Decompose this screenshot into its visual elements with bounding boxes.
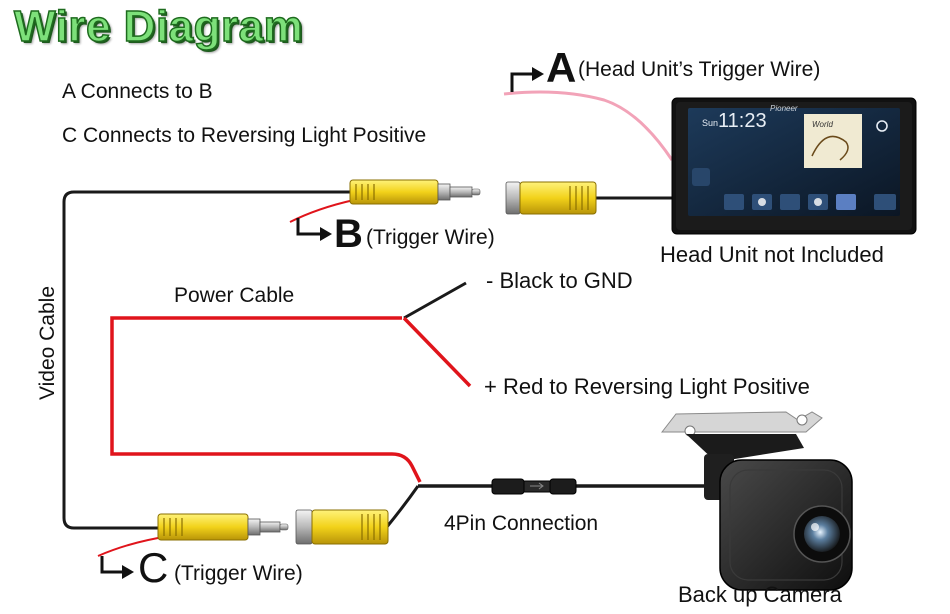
arrow-a-head [532, 67, 544, 81]
connector-a-label: (Head Unit’s Trigger Wire) [578, 58, 821, 81]
rca-male-connector-c [157, 513, 289, 541]
power-cable-red-wire [110, 316, 422, 483]
note-a-to-b: A Connects to B [62, 80, 213, 103]
red-positive-label: + Red to Reversing Light Positive [484, 374, 810, 399]
connector-b-letter: B [334, 212, 363, 256]
four-pin-label: 4Pin Connection [444, 512, 599, 535]
connector-b-label: (Trigger Wire) [366, 226, 495, 249]
four-pin-connector [491, 478, 577, 495]
head-unit-album-title: World [812, 120, 833, 129]
backup-camera-device [660, 411, 853, 591]
camera-video-wire [384, 485, 420, 529]
connector-a-letter: A [546, 44, 577, 91]
head-unit-brand: Pioneer [770, 104, 798, 113]
head-unit-label: Head Unit not Included [660, 242, 884, 267]
video-cable-wire [62, 190, 352, 530]
arrow-a-icon [510, 72, 534, 92]
pink-trigger-wire [503, 90, 674, 161]
power-cable-black-strand [403, 281, 467, 320]
head-unit-device [671, 97, 917, 235]
camera-label: Back up Camera [678, 582, 842, 607]
head-unit-clock: 11:23 [718, 110, 767, 132]
video-cable-label: Video Cable [36, 285, 59, 401]
power-cable-red-strand [402, 316, 472, 388]
rca-female-connector-head-unit [505, 181, 597, 215]
note-c-to-reversing: C Connects to Reversing Light Positive [62, 124, 427, 147]
arrow-c-icon [100, 556, 124, 574]
black-gnd-label: - Black to GND [486, 268, 633, 293]
diagram-title: Wire Diagram [13, 1, 304, 52]
rca-male-connector-b [349, 179, 481, 205]
trigger-wire-b [289, 199, 355, 223]
arrow-c-head [122, 565, 134, 579]
arrow-b-icon [296, 218, 322, 236]
power-cable-label: Power Cable [174, 284, 295, 307]
arrow-b-head [320, 227, 332, 241]
rca-female-connector-camera [295, 509, 389, 545]
head-unit-day: Sun [702, 118, 719, 128]
connector-c-letter: C [138, 544, 169, 591]
connector-c-label: (Trigger Wire) [174, 562, 303, 585]
